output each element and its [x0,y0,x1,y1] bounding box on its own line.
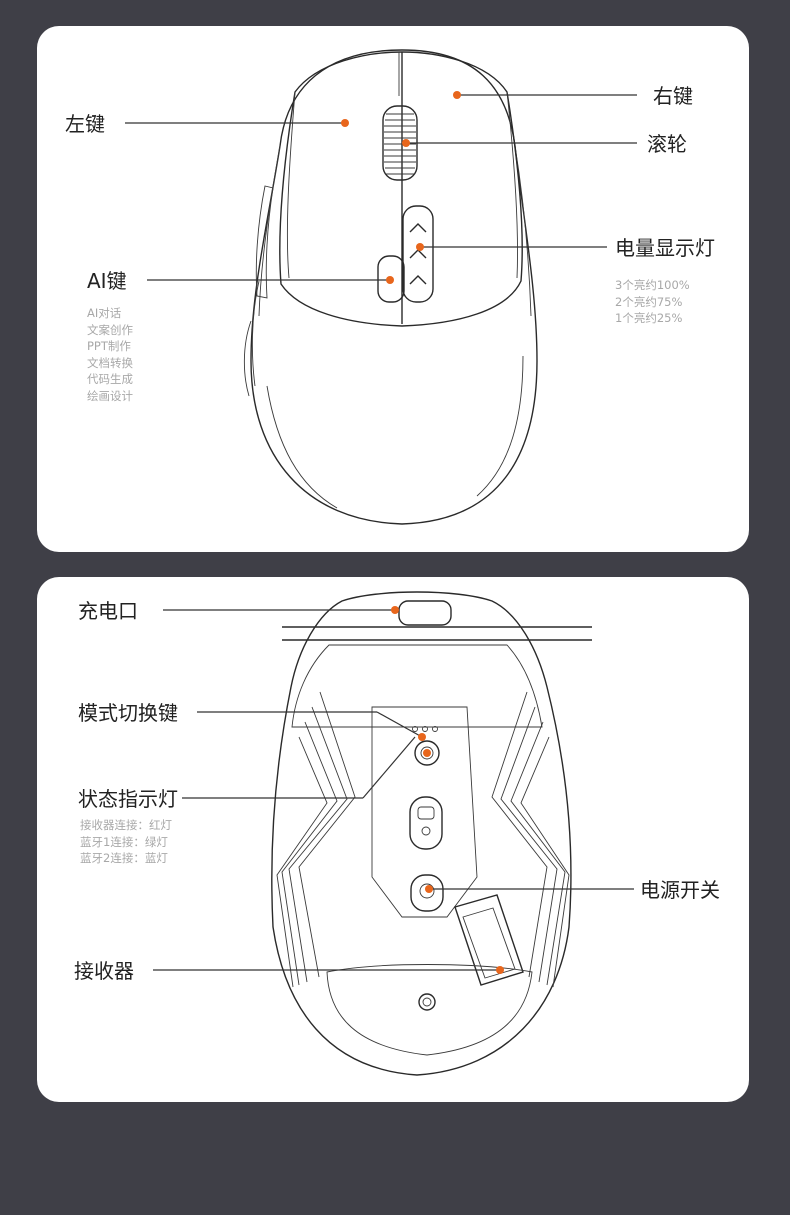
battery-level-item: 1个亮约25% [615,310,690,327]
top-view-panel: 左键 右键 滚轮 电量显示灯 AI键 3个亮约100% 2个亮约75% 1个亮约… [37,26,749,552]
power-switch-label: 电源开关 [640,880,720,900]
ai-functions-list: AI对话 文案创作 PPT制作 文档转换 代码生成 绘画设计 [87,305,133,404]
ai-function-item: AI对话 [87,305,133,322]
status-mode-item: 蓝牙1连接：绿灯 [80,834,172,851]
status-mode-item: 蓝牙2连接：蓝灯 [80,850,172,867]
status-mode-item: 接收器连接：红灯 [80,817,172,834]
right-button-label: 右键 [653,86,693,106]
ai-function-item: 代码生成 [87,371,133,388]
charging-port-label: 充电口 [78,601,138,621]
receiver-label: 接收器 [74,961,134,981]
status-modes-list: 接收器连接：红灯 蓝牙1连接：绿灯 蓝牙2连接：蓝灯 [80,817,172,867]
battery-level-item: 2个亮约75% [615,294,690,311]
bottom-view-panel: 充电口 模式切换键 状态指示灯 电源开关 接收器 接收器连接：红灯 蓝牙1连接：… [37,577,749,1102]
battery-level-item: 3个亮约100% [615,277,690,294]
ai-function-item: PPT制作 [87,338,133,355]
ai-function-item: 文档转换 [87,355,133,372]
battery-indicator-label: 电量显示灯 [615,238,715,258]
ai-function-item: 绘画设计 [87,388,133,405]
ai-function-item: 文案创作 [87,322,133,339]
left-button-label: 左键 [65,114,105,134]
ai-key-label: AI键 [87,271,127,291]
battery-levels-list: 3个亮约100% 2个亮约75% 1个亮约25% [615,277,690,327]
scroll-wheel-label: 滚轮 [647,134,687,154]
status-light-label: 状态指示灯 [78,789,178,809]
mode-switch-label: 模式切换键 [78,703,178,723]
